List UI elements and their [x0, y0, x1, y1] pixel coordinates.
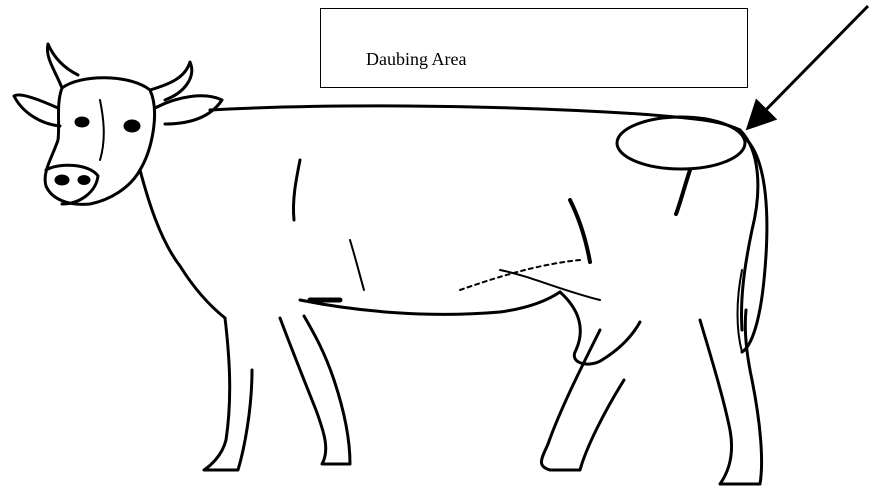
cow-belly [300, 292, 560, 314]
daubing-area-label: Daubing Area [366, 49, 466, 70]
right-horn [150, 62, 192, 100]
front-leg-left [204, 318, 252, 470]
daubing-area-ellipse [617, 117, 745, 169]
rear-leg-left [541, 330, 624, 470]
udder [560, 292, 640, 364]
daubing-label-box: Daubing Area [320, 8, 748, 88]
cow-neck [140, 170, 180, 266]
pointer-arrow [752, 6, 868, 124]
left-ear [14, 95, 60, 126]
front-leg-right [280, 316, 350, 464]
